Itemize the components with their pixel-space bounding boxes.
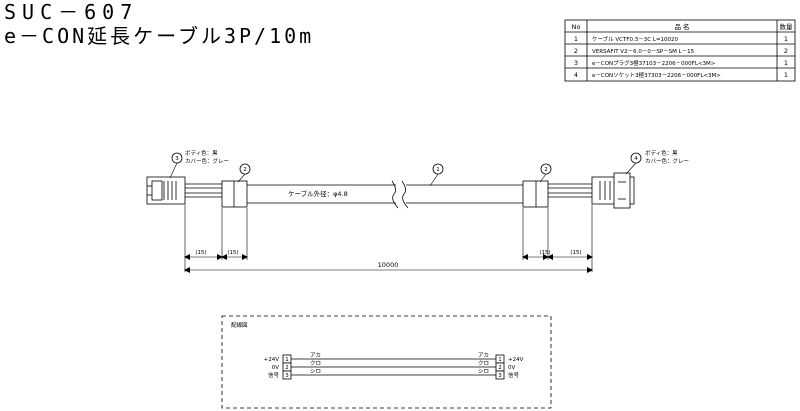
table-row-3-no: 3 <box>574 59 578 67</box>
table-row-3-qty: 1 <box>784 59 788 67</box>
dim-left-b: (15) <box>227 250 238 256</box>
cable-od-label: ケーブル外径：φ4.8 <box>288 189 348 198</box>
right-wire-color-2: クロ <box>478 360 489 367</box>
right-signal-3: 信号 <box>508 371 520 379</box>
parts-table-text: No 品 名 数量 1 ケーブル VCTF0.3－3C L=10020 1 2 … <box>572 22 793 79</box>
parts-table <box>564 19 796 82</box>
dim-left-a: (15) <box>195 250 206 256</box>
table-row-2-qty: 2 <box>784 47 788 55</box>
right-wire-color-1: アカ <box>478 352 489 359</box>
callout-2-right: 2 <box>544 167 548 173</box>
table-header-qty: 数量 <box>780 22 794 31</box>
table-header-no: No <box>572 23 581 31</box>
wiring-title: 配線図 <box>231 321 248 329</box>
right-note-body: ボディ色：黒 <box>645 149 678 157</box>
description-title: e－CON延長ケーブル3P/10m <box>4 24 315 48</box>
dim-right-a: (15) <box>539 250 550 256</box>
left-wires <box>185 183 222 198</box>
left-pin-2: 2 <box>285 365 289 371</box>
left-signal-2: 0V <box>272 365 279 371</box>
wiring-frame <box>221 315 552 409</box>
left-wire-color-2: クロ <box>310 360 321 367</box>
right-pin-1: 1 <box>498 357 502 363</box>
right-wire-color-3: シロ <box>478 369 489 375</box>
cable-body <box>247 180 523 209</box>
table-row-4-no: 4 <box>574 71 578 79</box>
left-signal-3: 信号 <box>268 371 280 379</box>
table-row-4-name: e－CONソケット3極37303－2206－000FL<3M> <box>592 71 721 79</box>
table-row-1-qty: 1 <box>784 35 788 43</box>
right-signal-2: 0V <box>508 365 515 371</box>
table-row-4-qty: 1 <box>784 71 788 79</box>
left-connector <box>146 176 186 205</box>
right-pin-3: 3 <box>498 373 502 379</box>
left-wire-color-1: アカ <box>310 352 321 359</box>
right-signal-1: +24V <box>508 357 524 363</box>
right-sleeve <box>522 180 549 208</box>
right-connector <box>591 172 635 209</box>
callout-leaders <box>169 162 637 187</box>
table-row-1-no: 1 <box>574 35 578 43</box>
right-note-cover: カバー色：グレー <box>645 157 689 165</box>
callout-4: 4 <box>634 156 638 162</box>
left-wire-color-3: シロ <box>310 369 321 375</box>
callout-2-left: 2 <box>243 167 247 173</box>
left-pin-3: 3 <box>285 373 289 379</box>
left-signal-1: +24V <box>264 357 280 363</box>
table-row-2-name: VERSAFIT V2－6.0－0－SP－SM L－15 <box>592 49 695 55</box>
dim-total: 10000 <box>378 261 399 269</box>
table-row-3-name: e－CONプラグ3極37103－2206－000FL<3M> <box>592 59 716 67</box>
callout-1: 1 <box>436 167 440 173</box>
left-sleeve <box>221 180 248 208</box>
left-note-cover: カバー色：グレー <box>185 157 229 165</box>
dimension-lines <box>184 205 593 273</box>
table-row-1-name: ケーブル VCTF0.3－3C L=10020 <box>592 35 679 43</box>
right-pin-2: 2 <box>498 365 502 371</box>
table-header-name: 品 名 <box>674 22 689 31</box>
right-wires <box>548 183 592 198</box>
cable-assembly <box>146 172 635 209</box>
left-pin-1: 1 <box>285 357 289 363</box>
part-number-title: SUC－607 <box>4 0 139 24</box>
table-row-2-no: 2 <box>574 47 578 55</box>
wiring-lines <box>291 358 496 376</box>
dim-right-b: (15) <box>570 250 581 256</box>
callout-3: 3 <box>175 156 179 162</box>
left-note-body: ボディ色：黒 <box>185 149 218 157</box>
